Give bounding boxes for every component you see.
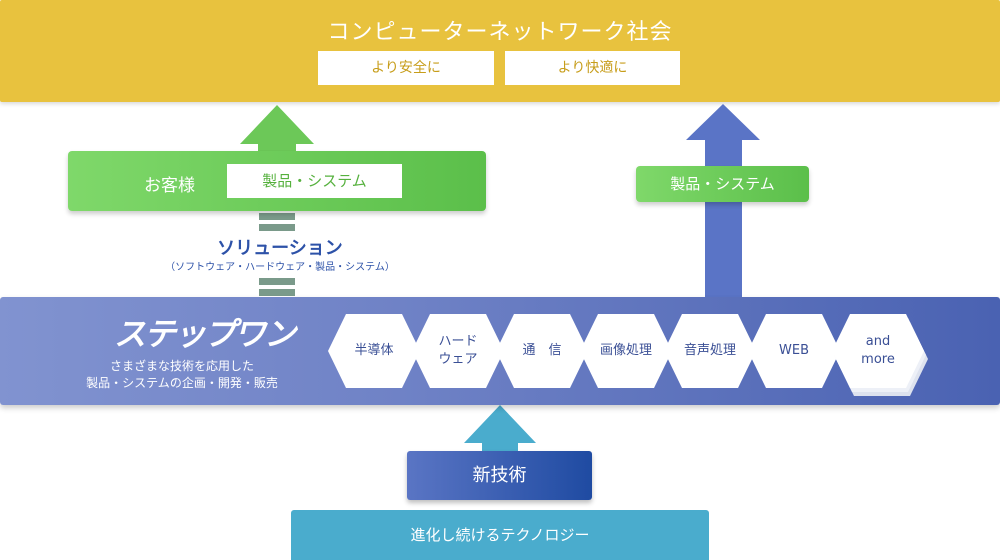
hex-label-line2: more (861, 352, 895, 367)
customer-label: お客様 (144, 176, 195, 196)
top-title: コンピューターネットワーク社会 (327, 20, 673, 45)
hex-label-line1: WEB (779, 342, 809, 358)
hex-label-line1: 画像処理 (599, 342, 652, 358)
hex-audio-processing: 音声処理 (664, 314, 756, 388)
main-desc-line1: さまざまな技術を応用した (109, 359, 254, 373)
hex-web: WEB (748, 314, 840, 388)
hex-label-line1: 半導体 (354, 342, 394, 358)
hex-label-line1: 音声処理 (683, 342, 736, 358)
safe-box: より安全に (318, 51, 494, 85)
hex-hardware: ハードウェア (412, 314, 504, 388)
product-system-tag: 製品・システム (636, 166, 809, 202)
solution-title: ソリューション (217, 238, 343, 259)
solution-connector (259, 213, 295, 296)
company-logo: ステップワン (114, 315, 296, 353)
new-tech-box: 新技術 (407, 451, 592, 500)
top-band (0, 0, 1000, 102)
customer-product-box: 製品・システム (227, 164, 402, 198)
comfort-box: より快適に (505, 51, 680, 85)
hex-label-line2: ウェア (438, 352, 478, 367)
main-desc-line2: 製品・システムの企画・開発・販売 (86, 376, 278, 390)
hex-image-processing: 画像処理 (580, 314, 672, 388)
hex-label-line1: and (865, 333, 891, 349)
evolving-tech-box: 進化し続けるテクノロジー (291, 510, 709, 560)
hex-label-line1: 通 信 (522, 342, 562, 358)
hex-communication: 通 信 (496, 314, 588, 388)
hex-label-line1: ハード (438, 333, 478, 349)
solution-subtitle: （ソフトウェア・ハードウェア・製品・システム） (165, 262, 395, 273)
hex-semiconductor: 半導体 (328, 314, 420, 388)
teal-up-arrow (464, 405, 536, 455)
green-up-arrow (240, 105, 314, 156)
hex-and-more: and more (832, 314, 928, 396)
